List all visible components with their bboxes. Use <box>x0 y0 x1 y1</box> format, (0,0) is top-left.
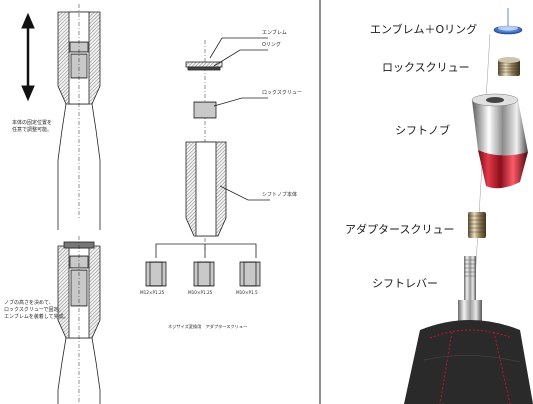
top-adjust-note: 本体の固定位置を 任意で調整可能。 <box>12 120 53 133</box>
photo-label-adapter-screw: アダプタースクリュー <box>345 223 455 236</box>
photo-label-lock-screw: ロックスクリュー <box>382 61 470 74</box>
exploded-view <box>145 37 270 287</box>
photo-label-shift-lever: シフトレバー <box>372 277 438 290</box>
label-emblem: エンブレム <box>262 30 287 36</box>
photo-label-emblem-oring: エンブレム＋Oリング <box>370 23 478 36</box>
assembly-bottom <box>57 236 101 404</box>
adapter-size-1: M12×P1.25 <box>140 290 165 295</box>
label-lock-screw: ロックスクリュー <box>262 90 302 96</box>
label-o-ring: Oリング <box>262 42 281 48</box>
bottom-assembly-note: ノブの高さを決めて、 ロックスクリューで固定。 エンブレムを装着して完成。 <box>4 300 69 320</box>
exploded-photo <box>404 8 533 404</box>
adjust-arrow <box>21 12 35 102</box>
adapter-caption: ネジサイズ変換用 アダプタースクリュー <box>168 324 248 329</box>
label-knob-body: シフトノブ本体 <box>262 192 298 198</box>
photo-label-shift-knob: シフトノブ <box>395 124 450 137</box>
adapter-size-2: M10×P1.25 <box>188 290 213 295</box>
adapter-size-3: M10×P1.5 <box>236 290 258 295</box>
assembly-top <box>57 4 101 230</box>
